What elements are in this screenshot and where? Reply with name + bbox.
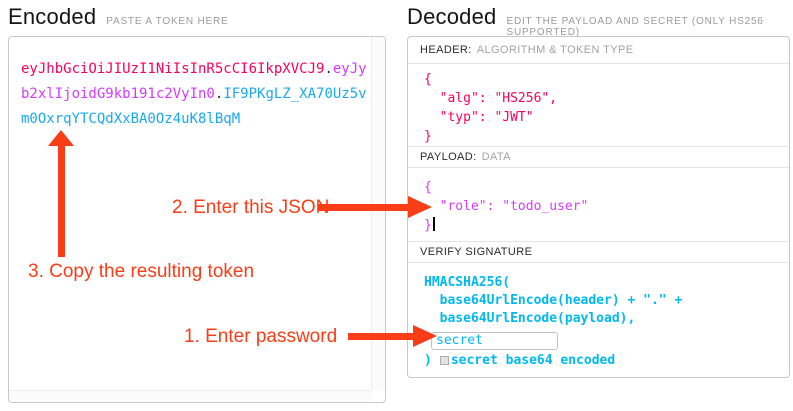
- encoded-token-editor[interactable]: eyJhbGciOiJIUzI1NiIsInR5cCI6IkpXVCJ9.eyJ…: [8, 36, 386, 403]
- header-section-label-muted: ALGORITHM & TOKEN TYPE: [476, 44, 634, 56]
- encoded-header: Encoded PASTE A TOKEN HERE: [8, 4, 228, 30]
- token-payload-segment[interactable]: eyJyb2xlIjoidG9kb191c2VyIn0: [21, 61, 367, 102]
- signature-close-row: ) secret base64 encoded: [424, 353, 789, 368]
- step2-right-arrow-icon: [408, 196, 432, 218]
- token-header-segment[interactable]: eyJhbGciOiJIUzI1NiIsInR5cCI6IkpXVCJ9: [21, 61, 325, 77]
- token-separator: .: [214, 86, 224, 102]
- decoded-title: Decoded: [407, 4, 497, 29]
- payload-section-label-muted: DATA: [481, 151, 511, 163]
- closing-paren: ): [424, 352, 432, 368]
- signature-section-label: VERIFY SIGNATURE: [408, 241, 789, 263]
- horizontal-scrollbar[interactable]: [9, 390, 371, 402]
- payload-section-label: PAYLOAD: DATA: [408, 146, 789, 168]
- decoded-subtitle: EDIT THE PAYLOAD AND SECRET (ONLY HS256 …: [506, 16, 764, 38]
- header-section-label: HEADER: ALGORITHM & TOKEN TYPE: [408, 37, 789, 64]
- payload-json[interactable]: { "role": "todo_user" }: [408, 168, 789, 241]
- text-cursor: [432, 217, 435, 231]
- encoded-title: Encoded: [8, 4, 97, 29]
- annotation-step3: 3. Copy the resulting token: [28, 261, 255, 282]
- vertical-scrollbar[interactable]: [371, 37, 385, 390]
- header-json[interactable]: { "alg": "HS256", "typ": "JWT" }: [424, 72, 558, 144]
- step1-right-arrow-icon: [413, 325, 437, 347]
- verify-signature-block: HMACSHA256( base64UrlEncode(header) + ".…: [408, 263, 789, 376]
- step1-arrow-shaft: [348, 333, 414, 340]
- secret-input[interactable]: [431, 331, 558, 350]
- payload-section-label-strong: PAYLOAD:: [420, 151, 477, 163]
- step2-arrow-shaft: [318, 204, 410, 211]
- secret-base64-label[interactable]: secret base64 encoded: [450, 352, 616, 368]
- signature-code: HMACSHA256( base64UrlEncode(header) + ".…: [424, 275, 683, 326]
- token-signature-segment[interactable]: IF9PKgLZ_XA70Uz5vm0OxrqYTCQdXxBA0Oz4uK8l…: [21, 86, 367, 127]
- jwt-token-text[interactable]: eyJhbGciOiJIUzI1NiIsInR5cCI6IkpXVCJ9.eyJ…: [21, 57, 370, 132]
- payload-json-text[interactable]: { "role": "todo_user" }: [424, 180, 589, 233]
- secret-base64-checkbox[interactable]: [439, 355, 449, 365]
- secret-row: [431, 331, 789, 350]
- up-arrow-icon: [48, 130, 74, 146]
- decoded-header: Decoded EDIT THE PAYLOAD AND SECRET (ONL…: [407, 4, 793, 38]
- signature-section-label-strong: VERIFY SIGNATURE: [420, 246, 533, 258]
- annotation-step1: 1. Enter password: [184, 326, 338, 347]
- decoded-box: HEADER: ALGORITHM & TOKEN TYPE { "alg": …: [407, 36, 790, 378]
- token-separator: .: [324, 61, 333, 77]
- encoded-subtitle: PASTE A TOKEN HERE: [106, 16, 229, 27]
- header-section-label-strong: HEADER:: [420, 44, 472, 56]
- annotation-step2: 2. Enter this JSON: [172, 197, 330, 218]
- up-arrow-shaft: [58, 144, 65, 257]
